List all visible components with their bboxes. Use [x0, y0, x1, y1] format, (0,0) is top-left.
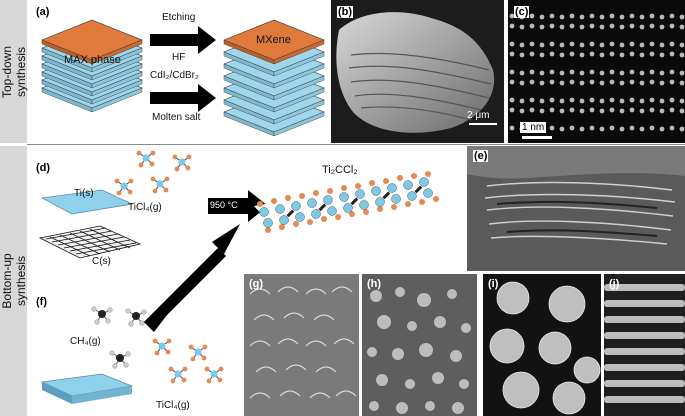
panel-d-schematic: [38, 150, 442, 259]
panel-g-sem-image: (g): [244, 274, 359, 416]
mxene-stack: [223, 19, 325, 137]
panel-a-label: (a): [36, 6, 50, 18]
panel-f-arrow: [144, 224, 240, 332]
ti-solid-text: Ti(s): [74, 188, 94, 199]
panel-h-sem-image: (h): [362, 274, 477, 416]
side-bar-bottom: Bottom-up synthesis: [0, 146, 28, 416]
panel-f-schematic: [40, 306, 224, 404]
ticl4-text-d: TiCl₄(g): [128, 202, 162, 213]
bottom-up-label: Bottom-up synthesis: [0, 253, 28, 309]
max-phase-text: MAX phase: [64, 54, 121, 66]
cdi2-text: CdI₂/CdBr₂: [150, 70, 199, 81]
panel-d-label: (d): [36, 162, 51, 174]
panel-e-label: (e): [473, 150, 489, 162]
ch4-text: CH₄(g): [70, 336, 101, 347]
panel-h-label: (h): [367, 278, 382, 290]
panel-d-arrow: [208, 190, 268, 222]
panel-b-label: (b): [337, 6, 354, 18]
panel-j-label: (j): [609, 278, 620, 290]
section-divider: [27, 144, 685, 145]
panel-b-sem-image: (b) 2 μm: [331, 0, 504, 143]
panel-c-stem-image: (c) 1 nm: [508, 0, 685, 143]
ti2ccl2-structure: [254, 171, 442, 233]
top-down-label: Top-down synthesis: [0, 45, 28, 98]
ticl4-molecules-f: [152, 338, 224, 384]
panel-j-stem-image: (j): [604, 274, 685, 416]
panel-b-scale-text: 2 μm: [467, 110, 490, 121]
product-text: Ti₂CCl₂: [322, 164, 358, 176]
molten-salt-text: Molten salt: [152, 112, 201, 123]
mxene-text: MXene: [256, 34, 291, 46]
max-phase-stack: [41, 19, 143, 113]
panel-c-label: (c): [514, 6, 530, 18]
etching-arrow: [150, 26, 216, 54]
panel-c-scale-text: 1 nm: [520, 122, 547, 133]
panel-i-sem-image: (i): [483, 274, 601, 416]
graphene-sheet: [38, 225, 142, 259]
panel-a-schematic: [41, 19, 325, 137]
temp-text-d: 950 °C: [210, 200, 238, 210]
ticl4-molecules: [114, 150, 192, 196]
panel-f-label: (f): [36, 296, 47, 308]
panel-i-label: (i): [488, 278, 499, 290]
panel-g-label: (g): [249, 278, 264, 290]
carbon-text: C(s): [92, 256, 111, 267]
molten-salt-arrow: [150, 84, 216, 112]
ch4-molecules: [91, 306, 147, 369]
etching-text: Etching: [162, 12, 196, 23]
side-bar-top: Top-down synthesis: [0, 0, 28, 143]
panel-e-sem-image: (e): [467, 146, 685, 271]
ticl4-text-f: TiCl₄(g): [156, 400, 190, 411]
hf-text: HF: [172, 52, 186, 63]
